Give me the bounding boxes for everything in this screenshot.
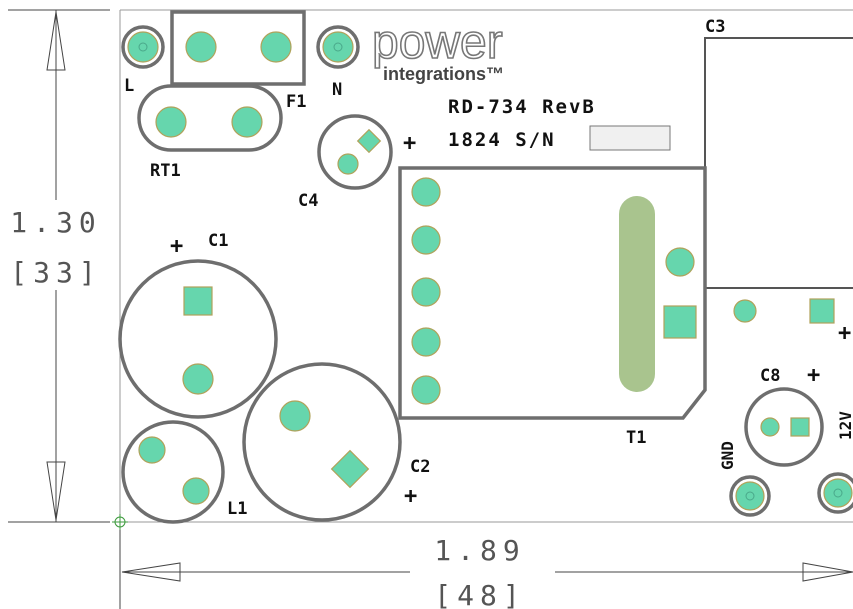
capacitor-c1[interactable] xyxy=(118,259,278,419)
capacitor-c4[interactable] xyxy=(317,114,393,190)
label-rt1: RT1 xyxy=(150,161,181,181)
height-inch-label: 1.30 xyxy=(10,206,101,239)
width-mm-label: [48] xyxy=(434,579,525,609)
serial-prefix: 1824 S/N xyxy=(448,129,556,151)
board-outline xyxy=(119,9,853,523)
label-gnd: GND xyxy=(718,441,737,470)
power-integrations-logo: power integrations™ xyxy=(371,15,504,84)
serial-number-box[interactable] xyxy=(589,125,671,151)
c4-polarity-plus: + xyxy=(403,131,416,156)
c8-polarity-plus: + xyxy=(807,363,820,388)
transformer-t1[interactable] xyxy=(398,166,707,420)
label-c4: C4 xyxy=(298,191,318,211)
input-n-pad[interactable] xyxy=(316,25,360,69)
width-dimension: 1.89 [48] xyxy=(119,528,853,609)
c3-polarity-plus: + xyxy=(838,321,851,346)
label-c1: C1 xyxy=(208,231,228,251)
dimension-arrow-up xyxy=(46,11,66,71)
dimension-arrow-left xyxy=(121,562,181,582)
width-inch-label: 1.89 xyxy=(434,534,525,567)
fuse-f1[interactable] xyxy=(170,10,306,86)
transformer-core xyxy=(619,196,655,392)
dimension-arrow-right xyxy=(802,562,853,582)
label-n: N xyxy=(332,80,342,100)
label-t1: T1 xyxy=(626,428,646,448)
c3-pads[interactable] xyxy=(733,298,835,324)
inductor-l1[interactable] xyxy=(121,420,225,524)
label-f1: F1 xyxy=(286,92,306,112)
logo-word-integrations: integrations™ xyxy=(383,64,504,84)
capacitor-c3[interactable] xyxy=(704,37,853,289)
capacitor-c2[interactable] xyxy=(242,362,402,522)
label-l: L xyxy=(124,76,134,96)
label-c2: C2 xyxy=(410,457,430,477)
output-gnd-pad[interactable] xyxy=(729,475,771,517)
thermistor-rt1[interactable] xyxy=(137,84,283,152)
label-c3: C3 xyxy=(705,17,725,37)
origin-marker xyxy=(112,514,128,530)
label-c8: C8 xyxy=(760,366,780,386)
c2-polarity-plus: + xyxy=(404,484,417,509)
board-revision: RD-734 RevB xyxy=(448,96,596,118)
c1-polarity-plus: + xyxy=(170,234,183,259)
input-l-pad[interactable] xyxy=(121,25,165,69)
capacitor-c8[interactable] xyxy=(744,387,824,467)
height-mm-label: [33] xyxy=(10,256,101,289)
logo-word-power: power xyxy=(372,16,503,69)
label-12v: 12V xyxy=(836,411,853,440)
output-12v-pad[interactable] xyxy=(817,472,853,514)
dimension-arrow-down xyxy=(46,461,66,521)
height-dimension: 1.30 [33] xyxy=(8,9,110,523)
label-l1: L1 xyxy=(227,499,247,519)
